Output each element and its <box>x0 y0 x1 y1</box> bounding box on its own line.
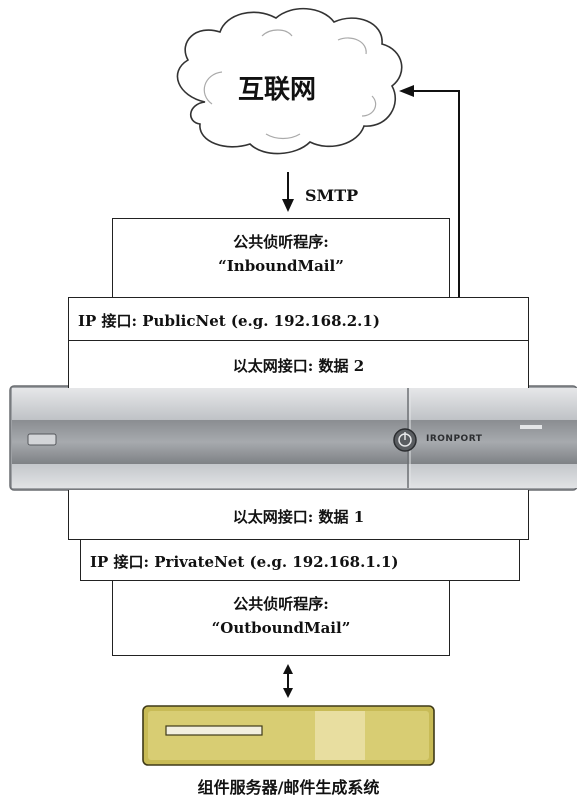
internet-label: 互联网 <box>238 75 317 105</box>
ethernet-data1-label: 以太网接口: 数据 1 <box>232 508 365 526</box>
outbound-listener-name: “OutboundMail” <box>211 619 351 637</box>
ip-interface-private-box: IP 接口: PrivateNet (e.g. 192.168.1.1) <box>80 539 520 581</box>
server-caption: 组件服务器/邮件生成系统 <box>197 778 380 797</box>
smtp-label: SMTP <box>305 186 359 205</box>
outbound-listener-title: 公共侦听程序: <box>233 595 329 613</box>
ethernet-data2-label: 以太网接口: 数据 2 <box>232 357 365 375</box>
ip-interface-private-label: IP 接口: PrivateNet (e.g. 192.168.1.1) <box>90 553 399 571</box>
ethernet-data2-box: 以太网接口: 数据 2 <box>68 340 529 388</box>
server-link-arrow <box>283 664 293 698</box>
ip-interface-public-box: IP 接口: PublicNet (e.g. 192.168.2.1) <box>68 297 529 341</box>
component-server <box>142 705 435 766</box>
inbound-listener-box: 公共侦听程序: “InboundMail” <box>112 218 450 298</box>
inbound-listener-title: 公共侦听程序: <box>233 233 329 251</box>
smtp-arrow <box>282 172 294 212</box>
ironport-appliance <box>9 385 577 491</box>
internet-cloud <box>176 7 403 155</box>
ethernet-data1-box: 以太网接口: 数据 1 <box>68 490 529 540</box>
outbound-return-arrow <box>399 85 460 297</box>
inbound-listener-name: “InboundMail” <box>218 257 344 275</box>
ip-interface-public-label: IP 接口: PublicNet (e.g. 192.168.2.1) <box>78 312 380 330</box>
ironport-logo: IRONPORT <box>426 434 483 444</box>
outbound-listener-box: 公共侦听程序: “OutboundMail” <box>112 580 450 656</box>
